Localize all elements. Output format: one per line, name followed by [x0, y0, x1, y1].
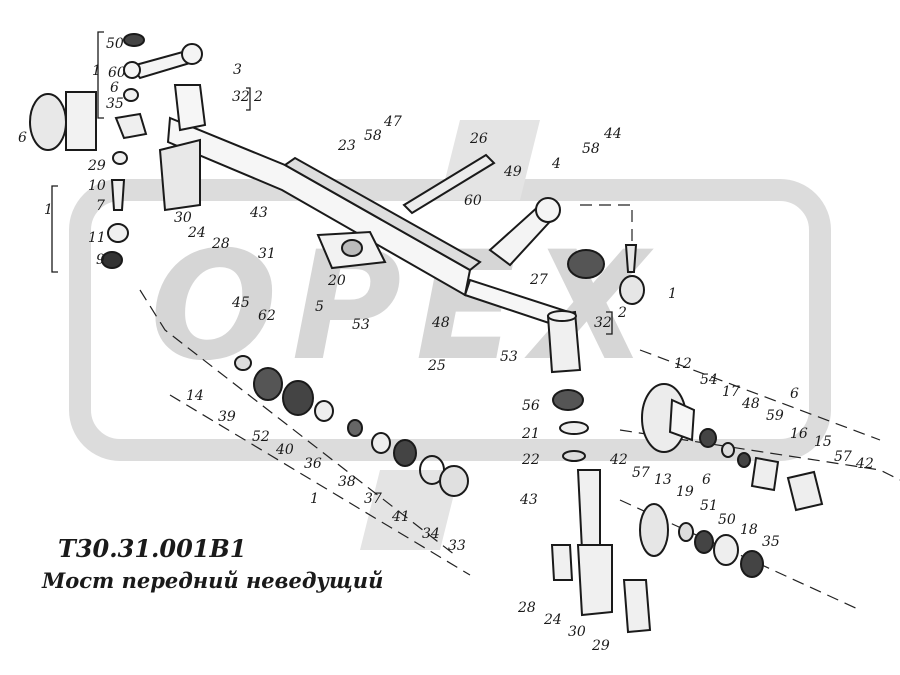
- callout-label-c1c: 1: [668, 286, 677, 302]
- callout-label-c52: 52: [252, 429, 270, 445]
- callout-label-c37: 37: [364, 491, 382, 507]
- callout-label-c35a: 35: [106, 96, 124, 112]
- callout-label-c44: 44: [603, 126, 622, 142]
- callout-label-c30b: 30: [568, 624, 586, 640]
- callout-label-c14: 14: [186, 388, 204, 404]
- callout-label-c43a: 43: [249, 205, 268, 221]
- callout-label-c42a: 42: [855, 456, 874, 472]
- center-bracket: [316, 230, 387, 270]
- callout-label-c36: 36: [304, 456, 322, 472]
- callout-label-c5: 5: [315, 299, 324, 315]
- callout-label-c1d: 1: [310, 491, 319, 507]
- document-code: Т30.31.001В1: [58, 534, 247, 563]
- callout-label-c57a: 57: [834, 449, 852, 465]
- callout-label-c42b: 42: [609, 452, 628, 468]
- callout-label-c19: 19: [676, 484, 694, 500]
- callout-label-c24b: 24: [543, 612, 562, 628]
- callout-label-c53a: 53: [352, 317, 370, 333]
- callout-label-c21: 21: [521, 426, 540, 442]
- callout-label-c49: 49: [503, 164, 522, 180]
- kingpin-washers: [552, 389, 589, 462]
- callout-label-c34: 34: [422, 526, 440, 542]
- callout-label-c43b: 43: [519, 492, 538, 508]
- callout-label-c58a: 58: [364, 128, 382, 144]
- assembly-boundaries: [139, 204, 900, 611]
- callout-label-c6c: 6: [790, 386, 799, 402]
- callout-label-c57b: 57: [632, 465, 650, 481]
- callout-label-c24a: 24: [187, 225, 206, 241]
- callout-label-c40: 40: [275, 442, 294, 458]
- bearing-set-right: [622, 503, 764, 634]
- callout-label-c41: 41: [391, 509, 410, 525]
- callout-label-c11: 11: [88, 230, 106, 246]
- callout-label-c2b: 2: [617, 305, 627, 321]
- callout-label-c31: 31: [258, 246, 276, 262]
- callout-label-c58b: 58: [582, 141, 600, 157]
- callout-label-c28b: 28: [517, 600, 536, 616]
- callout-label-c35b: 35: [762, 534, 780, 550]
- callout-label-c3: 3: [233, 62, 242, 78]
- callout-label-c60b: 60: [464, 193, 482, 209]
- steering-knuckle: [550, 469, 613, 617]
- callout-label-c56: 56: [522, 398, 540, 414]
- callout-label-c39: 39: [218, 409, 236, 425]
- callout-label-c26: 26: [469, 131, 488, 147]
- callout-label-c29b: 29: [591, 638, 610, 654]
- callout-label-c38: 38: [338, 474, 356, 490]
- callout-label-c25: 25: [427, 358, 446, 374]
- right-hub: [641, 383, 824, 512]
- small-parts-left: [101, 33, 148, 269]
- callout-label-c59: 59: [766, 408, 784, 424]
- callout-label-c60a: 60: [108, 65, 126, 81]
- callout-label-c6d: 6: [702, 472, 711, 488]
- callout-label-c15: 15: [814, 434, 832, 450]
- callout-label-c48a: 48: [431, 315, 450, 331]
- document-title: Мост передний неведущий: [42, 568, 384, 593]
- callout-label-c28a: 28: [211, 236, 230, 252]
- callout-label-c16: 16: [790, 426, 808, 442]
- callout-label-c1b: 1: [44, 202, 53, 218]
- callout-label-c1a: 1: [92, 63, 101, 79]
- callout-label-c18: 18: [740, 522, 758, 538]
- callout-label-c48b: 48: [741, 396, 760, 412]
- tie-rod-pin: [402, 153, 496, 215]
- callout-label-c2a: 2: [253, 89, 263, 105]
- callout-label-c9: 9: [96, 252, 105, 268]
- callout-label-c23: 23: [337, 138, 356, 154]
- callout-label-c10: 10: [88, 178, 106, 194]
- callout-label-c45: 45: [231, 295, 250, 311]
- lever-arm: [123, 43, 203, 80]
- callout-label-c7: 7: [96, 198, 105, 214]
- ball-joint-right: [567, 244, 645, 305]
- callout-label-c13: 13: [654, 472, 672, 488]
- callout-label-c47: 47: [383, 114, 402, 130]
- callout-label-c32a: 32: [232, 89, 250, 105]
- callout-label-c6a: 6: [110, 80, 119, 96]
- callout-label-c30a: 30: [174, 210, 192, 226]
- callout-label-c27: 27: [529, 272, 548, 288]
- callout-label-c4: 4: [551, 156, 561, 172]
- callout-label-c22: 22: [521, 452, 540, 468]
- callout-label-c54: 54: [700, 372, 718, 388]
- callout-label-c12: 12: [674, 356, 692, 372]
- callout-label-c29a: 29: [87, 158, 106, 174]
- callout-label-c20: 20: [327, 273, 346, 289]
- callout-label-c50a: 50: [106, 36, 124, 52]
- group-brackets: [51, 31, 613, 335]
- bearing-set-left: [234, 355, 469, 497]
- callout-label-c50b: 50: [718, 512, 736, 528]
- left-hub: [29, 91, 97, 151]
- callout-label-c32b: 32: [594, 315, 612, 331]
- steering-arm: [488, 197, 561, 267]
- callout-label-c17: 17: [722, 384, 740, 400]
- callout-label-c62: 62: [258, 308, 276, 324]
- callout-label-c33: 33: [448, 538, 466, 554]
- callout-label-c6b: 6: [18, 130, 27, 146]
- callout-label-c53b: 53: [500, 349, 518, 365]
- callout-label-c51: 51: [700, 498, 718, 514]
- kingpin-housing-right: [546, 310, 582, 374]
